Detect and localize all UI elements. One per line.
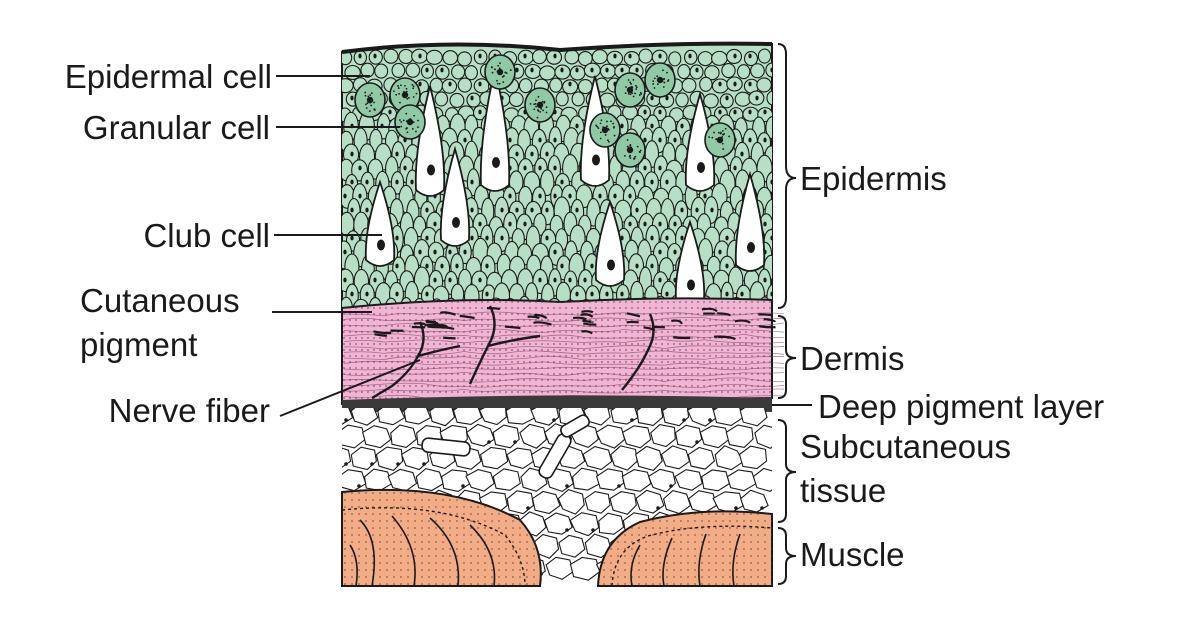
epidermal-cell [531,49,547,65]
epidermal-cell [743,51,758,67]
nerve-fibers [371,305,655,400]
epidermal-cell [719,93,734,109]
label-cutaneous-pigment-line1: Cutaneous [80,282,240,319]
epidermal-cell [508,91,524,108]
label-muscle: Muscle [800,536,905,573]
club-cell [414,85,446,197]
epidermal-cell [425,49,443,65]
epidermal-cell [765,171,772,194]
label-subcutaneous-line1: Subcutaneous [800,428,1011,465]
epidermal-cell [577,79,593,95]
epidermal-cell [466,92,481,108]
epidermal-cell [429,77,444,93]
label-deep-pigment-layer: Deep pigment layer [818,388,1104,425]
epidermal-cell [564,49,580,65]
epidermal-cell [697,51,714,67]
epidermal-cell [342,296,353,308]
label-dermis: Dermis [800,340,905,377]
left-leader-lines [272,75,421,417]
epidermal-cell [457,51,472,67]
epidermal-cell [518,78,533,94]
epidermal-cell [539,65,556,81]
epidermal-cell [562,79,579,95]
label-granular-cell: Granular cell [83,109,270,146]
epidermal-cell [623,51,640,67]
epidermal-cell [704,65,720,81]
club-cell [439,145,471,247]
epidermal-cell [344,64,361,81]
epidermal-cell [434,91,449,107]
club-cell [479,67,511,192]
epidermal-cell [342,78,354,94]
epidermal-cell [571,91,585,107]
epidermal-cell [677,63,691,80]
epidermal-cell [756,77,772,93]
epidermal-cell [451,64,466,80]
granular-cells [354,54,736,168]
epidermal-cell [757,48,772,64]
epidermal-cell [681,77,697,94]
epidermal-cell [391,62,406,78]
dermis-layer [341,297,785,406]
epidermal-cell [699,76,713,92]
epidermal-cell [398,48,414,65]
club-cell [594,199,626,287]
label-epidermis: Epidermis [800,160,947,197]
epidermal-cell [734,91,752,107]
epidermal-cell [765,115,772,140]
label-club-cell: Club cell [143,217,270,254]
epidermal-cell [638,48,653,64]
club-cell [364,179,396,267]
label-subcutaneous-line2: tissue [800,472,886,509]
right-braces [772,43,812,585]
epidermis-layer [341,41,773,309]
epidermal-cell [464,65,478,81]
epidermal-cell [668,51,682,67]
epidermal-cell [457,77,473,93]
muscle-bundle-left [341,488,542,587]
epidermal-cell [540,169,555,197]
epidermal-cell [703,93,719,109]
epidermal-cell [374,63,389,79]
epidermal-cell [449,92,465,109]
epidermal-cell [383,48,399,64]
epidermal-cell [591,49,608,65]
subcutaneous-vessels [421,414,590,479]
epidermal-cell [442,50,459,66]
club-cell [734,170,766,272]
label-nerve-fiber: Nerve fiber [109,392,270,429]
label-epidermal-cell: Epidermal cell [65,58,272,95]
epidermal-cell [549,77,563,93]
muscle-bundle-right [596,510,773,587]
label-cutaneous-pigment-line2: pigment [80,326,197,363]
epidermal-cell [555,91,569,107]
epidermal-cell [675,92,689,108]
club-cells [364,67,766,307]
epidermal-cell [405,62,421,78]
epidermal-cell [360,62,375,78]
epidermal-cell [750,63,765,79]
epidermal-cell [721,62,736,79]
epidermal-cell [711,50,728,66]
epidermal-cell [766,90,772,106]
epidermal-cell [736,64,751,80]
epidermal-cell [352,298,370,308]
cutaneous-pigment-spots [373,307,777,341]
